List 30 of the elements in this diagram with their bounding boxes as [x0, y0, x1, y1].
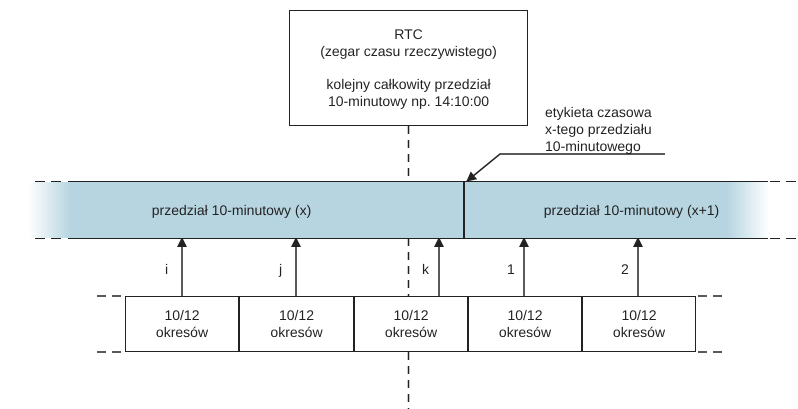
period-cell	[468, 296, 582, 352]
node-text: 10/12 okresów	[269, 307, 324, 341]
edge-label: 2	[620, 261, 630, 277]
clock-box	[289, 10, 528, 126]
edge-label: 1	[506, 261, 516, 277]
box-title: RTC	[394, 26, 423, 43]
node-text: 10/12 okresów	[384, 307, 438, 341]
callout-text: etykieta czasowa x-tego przedziału 10-minutowego	[545, 104, 653, 154]
arrow	[291, 237, 301, 296]
node-text: 10/12 okresów	[612, 307, 666, 341]
node-text: 10/12 okresów	[498, 307, 552, 341]
node-text: (zegar czasu rzeczywistego)	[320, 43, 497, 60]
arrow	[519, 237, 529, 296]
edge-label: j	[278, 261, 284, 277]
leader-line	[466, 153, 665, 182]
period-cell	[582, 296, 696, 352]
period-cell	[125, 296, 239, 352]
node-text: przedział 10-minutowy (x)	[152, 202, 312, 218]
edge-label: k	[421, 261, 430, 277]
period-cell	[354, 296, 468, 352]
arrow	[177, 237, 187, 296]
arrow	[434, 237, 444, 296]
time-marker-line	[408, 125, 410, 409]
node-text: kolejny całkowity przedział 10-minutowy np. 14:10:00	[325, 76, 492, 110]
edge-label: i	[164, 261, 170, 277]
node-text: 10/12 okresów	[154, 307, 210, 341]
time-interval-band	[465, 182, 798, 238]
arrow	[633, 237, 643, 296]
period-cell	[239, 296, 354, 352]
node-text: przedział 10-minutowy (x+1)	[544, 202, 720, 218]
